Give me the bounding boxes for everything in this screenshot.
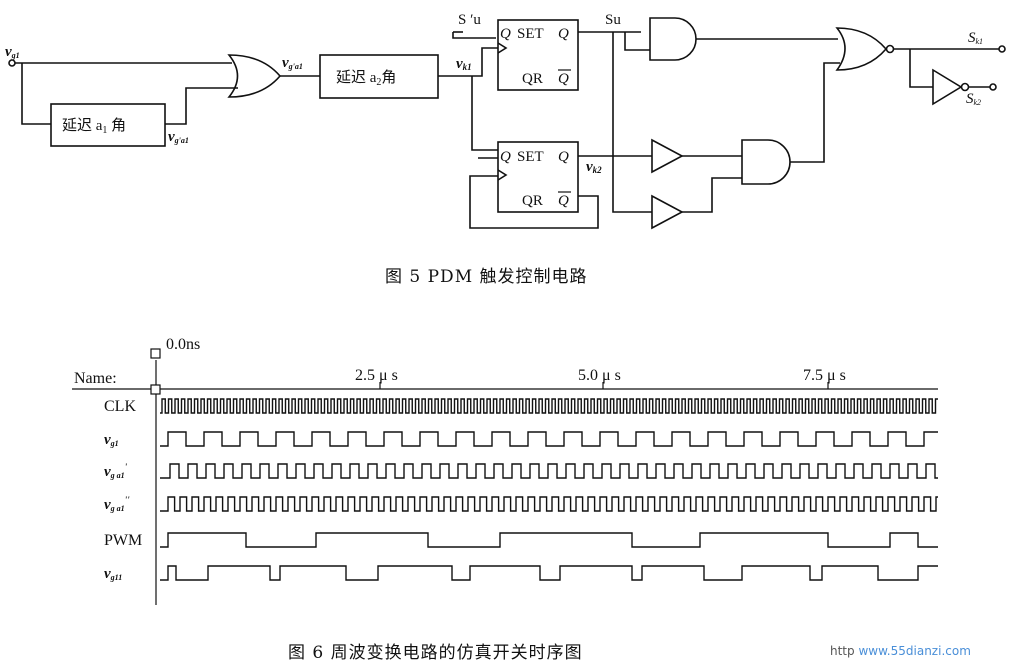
ff1-qbar-label: Q: [558, 71, 569, 87]
input-terminal-vg1: [8, 59, 16, 67]
label-vk1: vk1: [456, 56, 472, 72]
watermark: http www.55dianzi.com: [830, 644, 971, 658]
ff2-q-label: Q: [500, 149, 511, 165]
label-vg1: vg1: [5, 44, 20, 60]
ff1-set-label: SET: [517, 26, 544, 42]
nor-gate: [835, 27, 888, 71]
ff2-qr-label: QR: [522, 193, 543, 209]
pdm-trigger-circuit: [8, 17, 1006, 230]
waveform-vg11: [160, 565, 938, 581]
time-cursor-handle-top[interactable]: [150, 348, 161, 359]
signal-name-3: vg a1'': [104, 495, 130, 513]
ff1-q-out-label: Q: [558, 26, 569, 42]
ff2-set-label: SET: [517, 149, 544, 165]
signal-name-1: vg1: [104, 432, 119, 448]
output-terminal-sk2: [989, 83, 997, 91]
label-delay-a2: 延迟 a2角: [336, 69, 396, 88]
or-gate-1: [227, 54, 282, 98]
ff1-qr-label: QR: [522, 71, 543, 87]
ff2-qbar-label: Q: [558, 193, 569, 209]
label-vga1: vg'a1: [168, 129, 189, 145]
label-su-prime: S ′u: [458, 12, 481, 28]
label-vk2: vk2: [586, 159, 602, 175]
figure-6-caption: 图 6 周波变换电路的仿真开关时序图: [288, 643, 583, 663]
time-tick-2.5us: 2.5 μ s: [355, 367, 398, 384]
signal-name-5: vg11: [104, 566, 122, 582]
label-su: Su: [605, 12, 621, 28]
ff1-q-label: Q: [500, 26, 511, 42]
time-cursor-handle[interactable]: [150, 384, 161, 395]
buffer-2: [651, 194, 684, 230]
figure-5-caption: 图 5 PDM 触发控制电路: [385, 267, 588, 287]
waveform-pwm: [160, 532, 938, 548]
inverter: [932, 68, 963, 106]
buffer-1: [651, 138, 684, 174]
label-vgpa1: vg'a1: [282, 55, 303, 71]
delay-a1-block: [50, 103, 166, 147]
label-delay-a1: 延迟 a1 角: [62, 117, 126, 136]
waveform-clk: [160, 398, 938, 414]
signal-name-2: vg a1': [104, 462, 128, 480]
waveform-vg1: [160, 431, 938, 447]
label-sk2: Sk2: [966, 91, 981, 107]
flip-flop-2: [497, 141, 579, 213]
signal-name-0: CLK: [104, 398, 136, 415]
and-gate-2: [741, 139, 791, 185]
waveform-vga1-prime: [160, 463, 938, 479]
time-tick-7.5us: 7.5 μ s: [803, 367, 846, 384]
time-tick-5.0us: 5.0 μ s: [578, 367, 621, 384]
ff2-q-out-label: Q: [558, 149, 569, 165]
flip-flop-1: [497, 19, 579, 91]
and-gate-1: [649, 17, 697, 61]
signal-name-4: PWM: [104, 532, 142, 549]
waveform-vga1-dprime: [160, 496, 938, 512]
label-sk1: Sk1: [968, 30, 983, 46]
output-terminal-sk1: [998, 45, 1006, 53]
name-header: Name:: [74, 370, 117, 387]
time-start-label: 0.0ns: [166, 336, 200, 353]
